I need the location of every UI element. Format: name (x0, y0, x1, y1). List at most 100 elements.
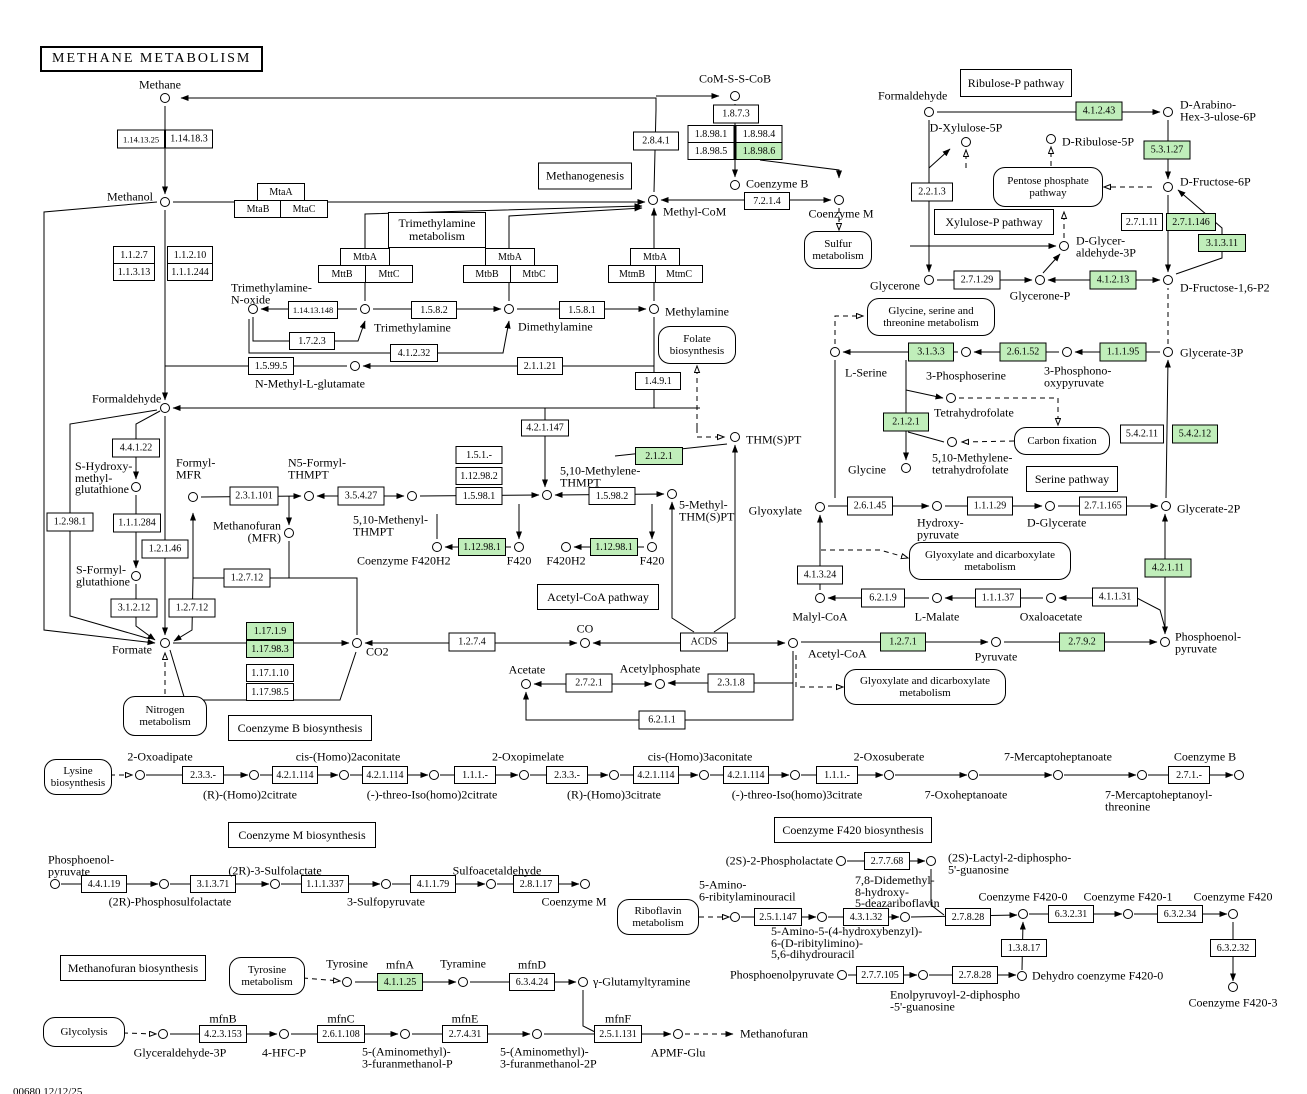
pathway-link[interactable]: Riboflavin metabolism (617, 899, 699, 935)
compound-node[interactable] (160, 403, 170, 413)
compound-node[interactable] (901, 463, 911, 473)
enzyme-box[interactable]: 2.1.2.1 (635, 447, 683, 465)
enzyme-box[interactable]: 2.6.1.108 (317, 1025, 365, 1043)
gene-box[interactable]: MtaC (280, 200, 328, 218)
enzyme-box[interactable]: 1.1.2.10 (167, 246, 213, 264)
gene-box[interactable]: MtbA (485, 248, 535, 266)
enzyme-box[interactable]: 2.2.1.3 (911, 182, 953, 202)
compound-node[interactable] (1137, 770, 1147, 780)
compound-node[interactable] (730, 91, 740, 101)
compound-node[interactable] (790, 770, 800, 780)
compound-node[interactable] (918, 970, 928, 980)
compound-node[interactable] (667, 489, 677, 499)
compound-node[interactable] (900, 912, 910, 922)
pathway-link[interactable]: Carbon fixation (1014, 427, 1110, 455)
compound-node[interactable] (648, 195, 658, 205)
enzyme-box[interactable]: 2.8.4.1 (633, 131, 679, 151)
enzyme-box[interactable]: 1.17.98.3 (246, 640, 294, 658)
compound-node[interactable] (1123, 909, 1133, 919)
enzyme-box[interactable]: 4.2.1.147 (521, 419, 569, 437)
compound-node[interactable] (514, 542, 524, 552)
compound-node[interactable] (836, 856, 846, 866)
compound-node[interactable] (160, 93, 170, 103)
enzyme-box[interactable]: 4.1.2.13 (1089, 270, 1137, 290)
enzyme-box[interactable]: 6.2.1.9 (861, 588, 905, 608)
compound-node[interactable] (580, 879, 590, 889)
compound-node[interactable] (884, 770, 894, 780)
pathway-link[interactable]: Nitrogen metabolism (123, 696, 207, 736)
compound-node[interactable] (429, 770, 439, 780)
enzyme-box[interactable]: 6.3.2.32 (1210, 939, 1256, 957)
enzyme-box[interactable]: 2.1.2.1 (883, 412, 929, 432)
compound-node[interactable] (1062, 347, 1072, 357)
compound-node[interactable] (407, 491, 417, 501)
enzyme-box[interactable]: 4.2.1.114 (723, 766, 769, 784)
enzyme-box[interactable]: 3.5.4.27 (337, 486, 385, 506)
enzyme-box[interactable]: 1.12.98.1 (458, 538, 506, 556)
compound-node[interactable] (1228, 909, 1238, 919)
enzyme-box[interactable]: 1.8.98.4 (735, 125, 783, 143)
enzyme-box[interactable]: 1.3.8.17 (1001, 939, 1047, 957)
compound-node[interactable] (1053, 770, 1063, 780)
gene-box[interactable]: MtbA (630, 248, 680, 266)
compound-node[interactable] (730, 912, 740, 922)
enzyme-box[interactable]: 1.14.13.148 (288, 301, 338, 319)
enzyme-box[interactable]: 1.1.1.284 (113, 513, 161, 533)
enzyme-box[interactable]: 1.4.9.1 (635, 372, 681, 390)
enzyme-box[interactable]: 1.1.1.29 (967, 496, 1013, 516)
enzyme-box[interactable]: 1.7.2.3 (289, 332, 335, 350)
enzyme-box[interactable]: 6.2.1.1 (638, 710, 686, 730)
enzyme-box[interactable]: 4.2.1.11 (1144, 558, 1192, 578)
enzyme-box[interactable]: 1.8.98.5 (687, 142, 735, 160)
enzyme-box[interactable]: 3.1.3.11 (1198, 234, 1246, 252)
enzyme-box[interactable]: 4.1.2.43 (1075, 101, 1123, 121)
compound-node[interactable] (1045, 501, 1055, 511)
compound-node[interactable] (400, 1029, 410, 1039)
enzyme-box[interactable]: 1.1.1.- (816, 766, 858, 784)
compound-node[interactable] (542, 490, 552, 500)
compound-node[interactable] (561, 542, 571, 552)
compound-node[interactable] (131, 571, 141, 581)
compound-node[interactable] (1059, 241, 1069, 251)
pathway-link[interactable]: Folate biosynthesis (658, 326, 736, 364)
compound-node[interactable] (339, 770, 349, 780)
enzyme-box[interactable]: 2.7.1.11 (1121, 213, 1163, 231)
compound-node[interactable] (248, 304, 258, 314)
enzyme-box[interactable]: 2.6.1.45 (847, 496, 893, 516)
pathway-link[interactable]: Tyrosine metabolism (229, 957, 305, 995)
gene-box[interactable]: MttC (365, 265, 413, 283)
enzyme-box[interactable]: 7.2.1.4 (744, 192, 790, 210)
compound-node[interactable] (991, 637, 1001, 647)
compound-node[interactable] (270, 879, 280, 889)
enzyme-box[interactable]: 1.17.98.5 (246, 683, 294, 701)
pathway-link[interactable]: Glyoxylate and dicarboxylate metabolism (909, 542, 1071, 580)
compound-node[interactable] (578, 977, 588, 987)
compound-node[interactable] (519, 770, 529, 780)
compound-node[interactable] (521, 679, 531, 689)
pathway-link[interactable]: Glycolysis (43, 1017, 125, 1047)
enzyme-box[interactable]: 5.4.2.12 (1172, 424, 1218, 444)
gene-box[interactable]: MtmB (608, 265, 656, 283)
enzyme-box[interactable]: 1.14.18.3 (165, 129, 213, 149)
compound-node[interactable] (342, 977, 352, 987)
compound-node[interactable] (1017, 971, 1027, 981)
pathway-link[interactable]: Sulfur metabolism (804, 231, 872, 269)
compound-node[interactable] (1160, 637, 1170, 647)
enzyme-box[interactable]: 2.7.1.29 (953, 270, 1001, 290)
compound-node[interactable] (1163, 275, 1173, 285)
compound-node[interactable] (1046, 134, 1056, 144)
enzyme-box[interactable]: 1.1.1.244 (167, 263, 213, 281)
enzyme-box[interactable]: 1.2.1.46 (141, 539, 189, 559)
compound-node[interactable] (160, 197, 170, 207)
enzyme-box[interactable]: 4.2.1.114 (362, 766, 408, 784)
compound-node[interactable] (249, 770, 259, 780)
enzyme-box[interactable]: 1.5.98.1 (455, 487, 503, 505)
compound-node[interactable] (1163, 107, 1173, 117)
compound-node[interactable] (961, 137, 971, 147)
enzyme-box[interactable]: 1.1.1.95 (1099, 342, 1147, 362)
enzyme-box[interactable]: 2.7.2.1 (565, 673, 613, 693)
compound-node[interactable] (946, 393, 956, 403)
enzyme-box[interactable]: 4.3.1.32 (843, 908, 889, 926)
gene-box[interactable]: MtbA (340, 248, 390, 266)
enzyme-box[interactable]: 1.2.7.12 (223, 568, 271, 588)
